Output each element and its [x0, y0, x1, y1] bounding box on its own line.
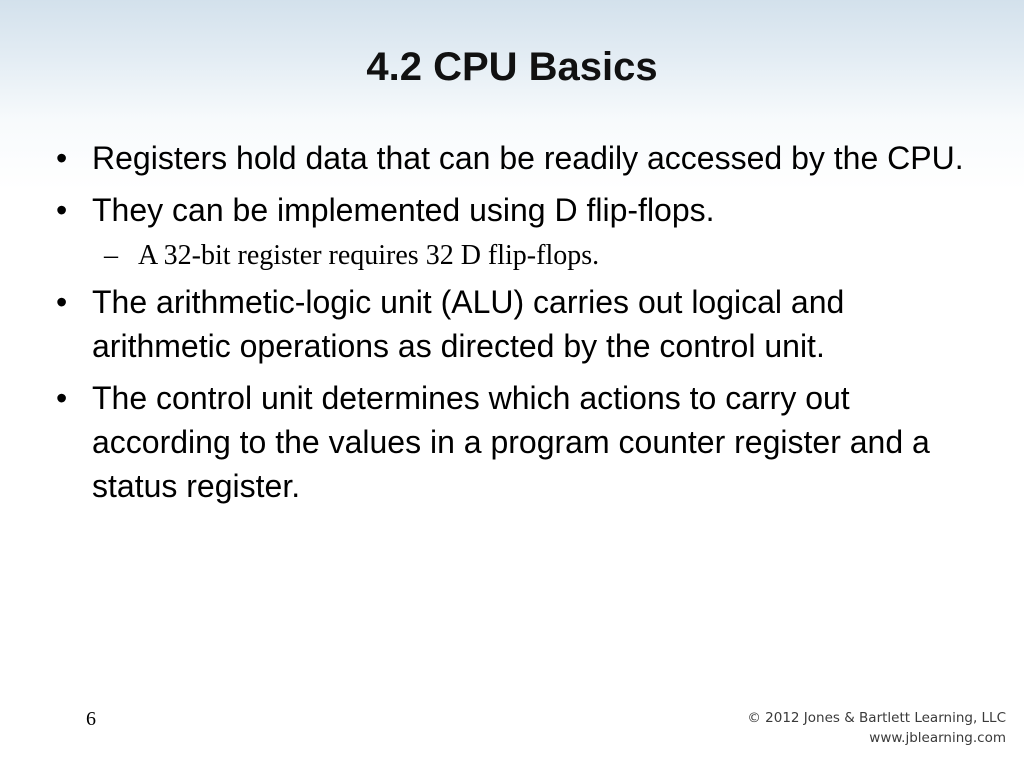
bullet-item: • The control unit determines which acti…: [56, 376, 986, 508]
sub-bullet-marker: –: [104, 240, 118, 271]
sub-bullet-text: A 32-bit register requires 32 D flip-flo…: [138, 240, 600, 271]
bullet-marker: •: [56, 140, 68, 176]
sub-bullet-item: – A 32-bit register requires 32 D flip-f…: [56, 236, 986, 276]
copyright-notice: © 2012 Jones & Bartlett Learning, LLC ww…: [747, 708, 1006, 748]
publisher-url: www.jblearning.com: [869, 730, 1006, 746]
slide-title: 4.2 CPU Basics: [366, 45, 658, 89]
bullet-text: Registers hold data that can be readily …: [92, 140, 964, 176]
slide-content: • Registers hold data that can be readil…: [56, 136, 986, 516]
bullet-item: • Registers hold data that can be readil…: [56, 136, 986, 180]
bullet-item: • They can be implemented using D flip-f…: [56, 188, 986, 232]
bullet-text: The arithmetic-logic unit (ALU) carries …: [92, 284, 845, 364]
bullet-marker: •: [56, 192, 68, 228]
bullet-item: • The arithmetic-logic unit (ALU) carrie…: [56, 280, 986, 368]
bullet-text: They can be implemented using D flip-flo…: [92, 192, 715, 228]
bullet-text: The control unit determines which action…: [92, 380, 930, 504]
bullet-marker: •: [56, 380, 68, 416]
bullet-marker: •: [56, 284, 68, 320]
copyright-text: © 2012 Jones & Bartlett Learning, LLC: [747, 710, 1006, 726]
page-number: 6: [86, 708, 96, 730]
